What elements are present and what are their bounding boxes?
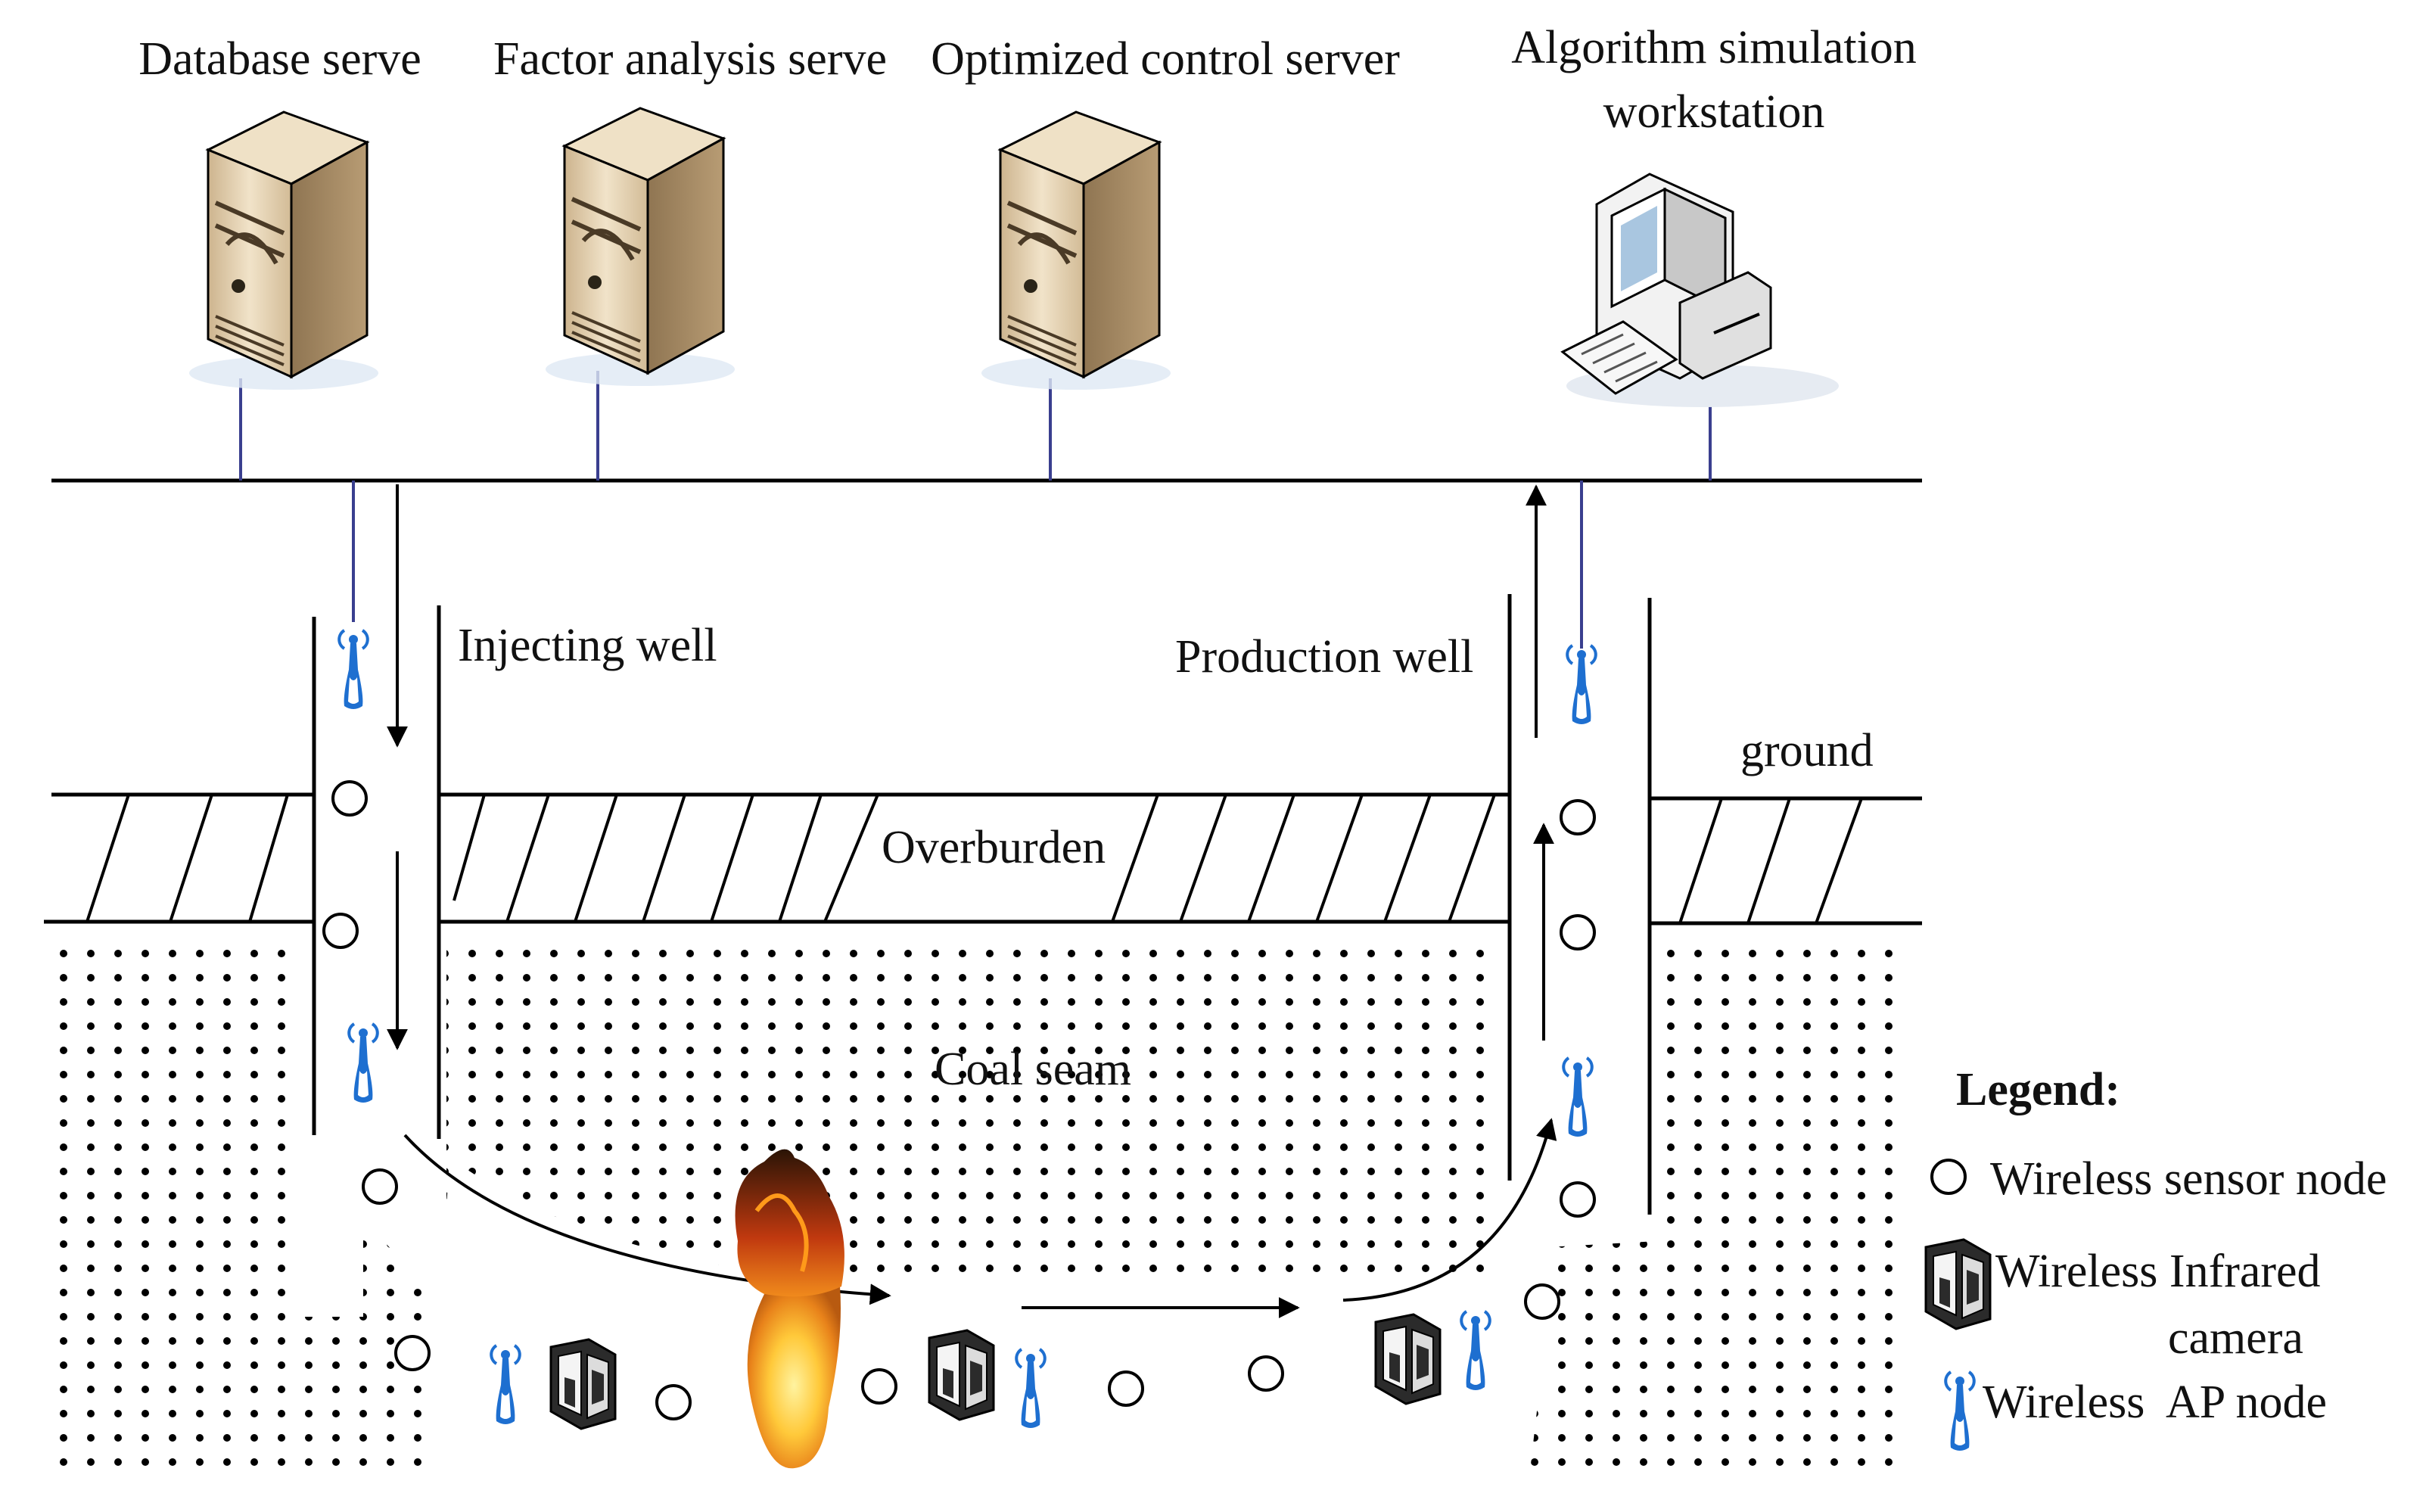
ap-node-icon [1566, 644, 1597, 726]
ap-node-icon [347, 1022, 379, 1104]
optimized-control-server-icon [981, 112, 1171, 390]
database-server-icon [189, 112, 378, 390]
workstation-label-line2: workstation [1603, 86, 1825, 138]
database-server-label: Database serve [138, 33, 421, 85]
sensor-node [362, 1168, 398, 1205]
ap-node-icon [1562, 1056, 1594, 1138]
legend-title: Legend: [1956, 1064, 2120, 1115]
legend: Legend: Wireless sensor node Wireless In… [1924, 1064, 2387, 1452]
gasification-fire-icon [735, 1149, 844, 1469]
sensor-nodes [322, 780, 1596, 1420]
legend-camera-label-line1: Wireless Infrared [1995, 1246, 2321, 1297]
infrared-camera-icon [1374, 1313, 1442, 1405]
coal-seam-dots-left [45, 938, 303, 1317]
ap-node-icon [1944, 1370, 1976, 1452]
sensor-node [861, 1368, 897, 1405]
sensor-node [1248, 1355, 1284, 1392]
coal-seam-dots-left-lower [45, 1226, 439, 1468]
infrared-camera-icon [928, 1329, 995, 1421]
ground-label: ground [1740, 725, 1874, 776]
infrared-camera-icon [1924, 1238, 1992, 1330]
workstation-computer-icon [1560, 173, 1839, 407]
sensor-node [1560, 914, 1596, 950]
ap-node-icon [337, 629, 369, 711]
legend-ap-node-label: Wireless AP node [1983, 1377, 2327, 1428]
sensor-node-icon [1930, 1159, 1967, 1195]
coal-seam-dots-right [1521, 938, 1899, 1468]
gasification-flow-arrow-3 [1342, 1118, 1557, 1302]
infrared-camera-icon [549, 1338, 617, 1430]
sensor-node [322, 913, 359, 949]
factor-analysis-server-label: Factor analysis serve [493, 33, 887, 85]
workstation-label-line1: Algorithm simulation [1511, 22, 1917, 73]
factor-analysis-server-icon [546, 108, 735, 386]
sensor-node [1560, 799, 1596, 835]
injecting-well-label: Injecting well [458, 620, 717, 671]
coal-seam-dots-center [446, 935, 1502, 1283]
legend-camera-label-line2: camera [2168, 1312, 2303, 1364]
coal-seam-label: Coal seam [935, 1044, 1131, 1095]
optimized-control-server-label: Optimized control server [931, 33, 1400, 85]
sensor-node [1108, 1370, 1144, 1407]
sensor-node [331, 780, 368, 817]
sensor-node [655, 1384, 692, 1420]
production-well-label: Production well [1175, 631, 1473, 683]
legend-sensor-node-label: Wireless sensor node [1990, 1153, 2387, 1205]
overburden-hatching [86, 794, 1863, 924]
overburden-label: Overburden [882, 822, 1106, 873]
sensor-node [1560, 1181, 1596, 1218]
sensor-node [1524, 1283, 1560, 1320]
sensor-node [394, 1335, 431, 1371]
